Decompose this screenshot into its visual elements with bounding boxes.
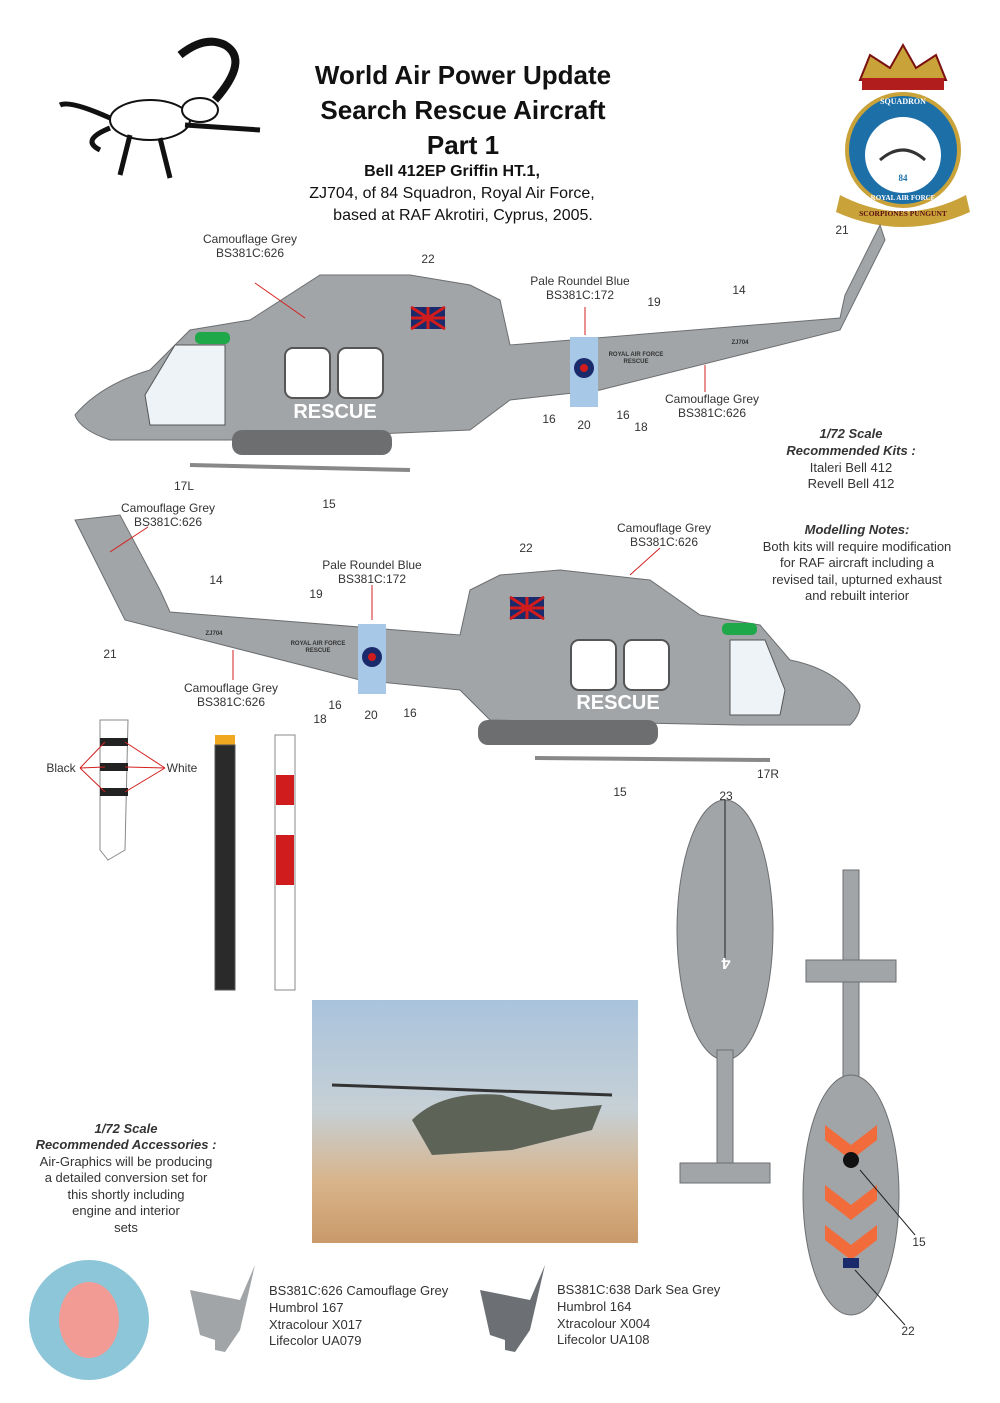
callout-20: 20 — [364, 708, 378, 722]
accessories-line: this shortly including — [67, 1187, 185, 1202]
accessories-line: sets — [114, 1220, 138, 1235]
motto-scroll — [836, 195, 970, 227]
serial-marking: ZJ704 — [205, 631, 223, 637]
rescue-marking: RESCUE — [576, 692, 660, 714]
scorpion-logo — [58, 37, 261, 179]
paint-line: BS381C:626 Camouflage Grey — [269, 1283, 449, 1298]
badge-motto: SCORPIONES PUNGUNT — [859, 209, 947, 218]
accessories-line: engine and interior — [72, 1203, 180, 1218]
paint-line: Lifecolor UA108 — [557, 1332, 650, 1347]
base-line: based at RAF Akrotiri, Cyprus, 2005. — [333, 207, 593, 224]
title-line-3: Part 1 — [426, 130, 500, 160]
callout-15: 15 — [912, 1235, 926, 1249]
callout-18: 18 — [313, 712, 327, 726]
plan-views — [676, 799, 916, 1326]
notes-heading: Modelling Notes: — [804, 522, 910, 537]
black-label: Black — [46, 761, 76, 775]
callout-16: 16 — [616, 408, 630, 422]
serial-marking: ZJ704 — [731, 340, 749, 346]
dark-sea-grey-swatch — [480, 1265, 545, 1352]
callout-16: 16 — [403, 706, 417, 720]
callout-21: 21 — [103, 647, 117, 661]
accessories-heading: Recommended Accessories : — [35, 1137, 217, 1152]
callout-14: 14 — [209, 573, 223, 587]
title-line-2: Search Rescue Aircraft — [320, 95, 606, 125]
callout-20: 20 — [577, 418, 591, 432]
rotor-blade-diagrams — [79, 719, 296, 991]
badge-squadron-text: SQUADRON — [880, 97, 926, 106]
callout-16: 16 — [542, 412, 556, 426]
kits-heading: Recommended Kits : — [786, 443, 916, 458]
reference-photo — [312, 1000, 638, 1243]
callout-17r: 17R — [756, 767, 780, 781]
callout-14: 14 — [732, 283, 746, 297]
top-marking: 4 — [721, 954, 731, 971]
paint-line: Humbrol 164 — [557, 1299, 632, 1314]
title-line-1: World Air Power Update — [314, 60, 612, 90]
accessories-line: a detailed conversion set for — [44, 1170, 208, 1185]
callout-22: 22 — [421, 252, 435, 266]
paint-line: Xtracolour X017 — [269, 1317, 363, 1332]
paint-line: Xtracolour X004 — [557, 1316, 651, 1331]
kit-item: Italeri Bell 412 — [809, 460, 893, 475]
callout-18: 18 — [634, 420, 648, 434]
unit-line: ZJ704, of 84 Squadron, Royal Air Force, — [309, 185, 595, 202]
badge-number: 84 — [898, 173, 908, 183]
kits-scale: 1/72 Scale — [819, 426, 883, 441]
callout-17l: 17L — [173, 479, 195, 493]
notes-line: revised tail, upturned exhaust — [772, 572, 942, 587]
rescue-marking: RESCUE — [293, 401, 377, 423]
callout-22: 22 — [901, 1324, 915, 1338]
paint-line: Lifecolor UA079 — [269, 1333, 362, 1348]
callout-21: 21 — [835, 223, 849, 237]
camo-grey-swatch — [190, 1265, 255, 1352]
aircraft-name: Bell 412EP Griffin HT.1, — [364, 163, 540, 180]
helicopter-side-left — [74, 223, 886, 472]
callout-16: 16 — [328, 698, 342, 712]
paint-line: Humbrol 167 — [269, 1300, 344, 1315]
callout-19: 19 — [309, 587, 323, 601]
white-label: White — [166, 761, 198, 775]
callout-15: 15 — [322, 497, 336, 511]
callout-15: 15 — [613, 785, 627, 799]
callout-19: 19 — [647, 295, 661, 309]
badge-ring-text: ROYAL AIR FORCE — [870, 194, 936, 202]
notes-line: for RAF aircraft including a — [780, 555, 934, 570]
accessories-scale: 1/72 Scale — [94, 1121, 158, 1136]
paint-line: BS381C:638 Dark Sea Grey — [557, 1282, 721, 1297]
callout-22: 22 — [519, 541, 533, 555]
notes-line: and rebuilt interior — [804, 588, 910, 603]
accessories-line: Air-Graphics will be producing — [39, 1154, 213, 1169]
notes-line: Both kits will require modification — [762, 539, 952, 554]
squadron-badge — [836, 42, 970, 227]
callout-23: 23 — [719, 789, 733, 803]
kit-item: Revell Bell 412 — [807, 476, 895, 491]
helicopter-side-right — [74, 514, 861, 762]
